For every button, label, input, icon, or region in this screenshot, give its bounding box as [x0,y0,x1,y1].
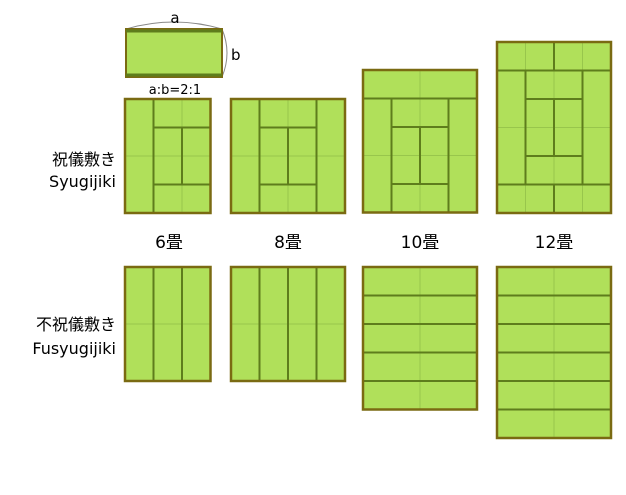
shugi-12-jo [495,40,613,215]
dimension-arc-a [125,21,223,30]
row-label-fushugi-jp: 不祝儀敷き [36,315,116,334]
tatami-layouts [123,40,613,440]
tatami-mat [125,28,223,78]
ratio-label: a:b=2:1 [149,83,201,98]
room-border [361,68,479,214]
fushugi-10-jo [361,265,479,411]
column-label-6: 6畳 [155,233,183,253]
fushugi-12-jo [495,265,613,440]
shugi-8-jo [229,97,347,215]
legend-mat: a b a:b=2:1 [125,9,241,98]
dimension-arc-b [221,28,228,78]
column-label-12: 12畳 [535,233,574,253]
fushugi-8-jo [229,265,347,383]
label-a: a [170,9,179,27]
row-label-fushugi-romaji: Fusyugijiki [32,339,116,358]
room-border [229,97,347,215]
fushugi-6-jo [123,265,212,383]
room-border [495,40,613,215]
row-label-shugi-jp: 祝儀敷き [52,150,116,169]
room-border [229,265,347,383]
room-border [361,265,479,411]
column-label-10: 10畳 [401,233,440,253]
room-border [123,97,212,215]
column-label-8: 8畳 [274,233,302,253]
row-label-shugi-romaji: Syugijiki [49,172,116,191]
shugi-10-jo [361,68,479,214]
room-border [495,265,613,440]
room-border [123,265,212,383]
label-b: b [231,46,241,64]
shugi-6-jo [123,97,212,215]
